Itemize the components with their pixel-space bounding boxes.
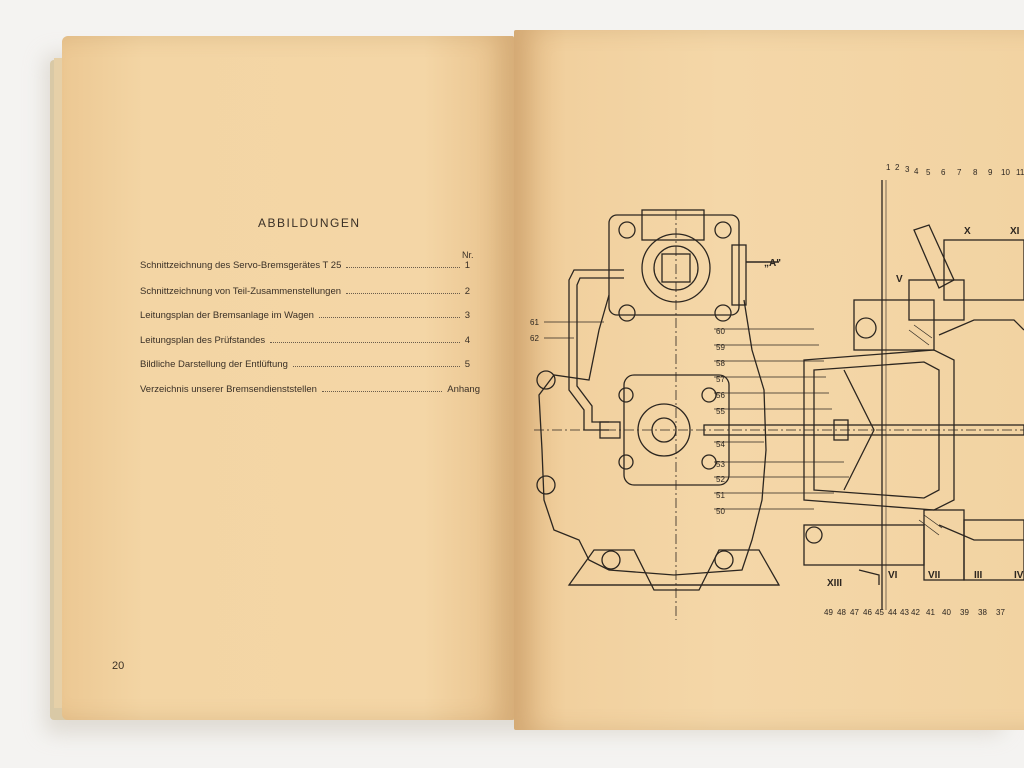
toc-entry-label: Schnittzeichnung von Teil-Zusammenstellu… [140, 286, 342, 297]
callout-56: 56 [716, 391, 725, 400]
toc-entry: Verzeichnis unserer Bremsendienststellen… [140, 384, 480, 395]
callout-57: 57 [716, 375, 725, 384]
roman-label-iii: III [974, 570, 983, 581]
toc-entry: Schnittzeichnung des Servo-Bremsgerätes … [140, 260, 470, 271]
callout-37: 37 [996, 608, 1005, 617]
callout-top-11: 11 [1016, 168, 1024, 177]
callout-top-7: 7 [957, 168, 962, 177]
callout-45: 45 [875, 608, 884, 617]
callout-top-5: 5 [926, 168, 931, 177]
toc-leader-dots [270, 342, 460, 343]
toc-leader-dots [292, 366, 460, 367]
roman-label-xi: XI [1010, 226, 1020, 237]
toc-entry-number: 3 [464, 310, 470, 321]
callout-40: 40 [942, 608, 951, 617]
drawing-linework [534, 180, 1024, 620]
toc-leader-dots [346, 267, 460, 268]
roman-label-vi: VI [888, 570, 898, 581]
callout-top-9: 9 [988, 168, 993, 177]
toc-entry-label: Schnittzeichnung des Servo-Bremsgerätes … [140, 260, 342, 271]
toc-entry-number: 5 [464, 359, 470, 370]
view-a-label: „A" [764, 258, 781, 269]
toc-entry: Bildliche Darstellung der Entlüftung 5 [140, 359, 470, 370]
roman-label-iv: IV [1014, 570, 1024, 581]
callout-top-10: 10 [1001, 168, 1010, 177]
callout-50: 50 [716, 507, 725, 516]
callout-54: 54 [716, 440, 725, 449]
callout-top-4: 4 [914, 167, 919, 176]
callout-39: 39 [960, 608, 969, 617]
callout-47: 47 [850, 608, 859, 617]
toc-leader-dots [318, 317, 460, 318]
callout-top-2: 2 [895, 163, 900, 172]
toc-title: ABBILDUNGEN [258, 216, 361, 230]
callout-60: 60 [716, 327, 725, 336]
callout-58: 58 [716, 359, 725, 368]
toc-entry: Leitungsplan der Bremsanlage im Wagen 3 [140, 310, 470, 321]
roman-label-v: V [896, 274, 903, 285]
left-page [62, 36, 514, 720]
callout-52: 52 [716, 475, 725, 484]
toc-entry-label: Leitungsplan des Prüfstandes [140, 335, 266, 346]
toc-entry-number: Anhang [447, 384, 480, 395]
toc-leader-dots [346, 293, 460, 294]
callout-53: 53 [716, 460, 725, 469]
toc-entry-number: 1 [464, 260, 470, 271]
top-callouts: 1 2 3 4 5 6 7 8 9 10 11 [886, 163, 1024, 177]
callout-46: 46 [863, 608, 872, 617]
cross-section-drawing: „A" 61 62 60 59 58 57 56 55 54 53 52 51 … [530, 163, 1024, 620]
toc-entry: Schnittzeichnung von Teil-Zusammenstellu… [140, 286, 470, 297]
callout-51: 51 [716, 491, 725, 500]
toc-leader-dots [321, 391, 443, 392]
callout-43: 43 [900, 608, 909, 617]
toc-nr-header: Nr. [462, 250, 474, 260]
callout-top-1: 1 [886, 163, 891, 172]
callout-38: 38 [978, 608, 987, 617]
leader-lines [544, 321, 849, 510]
callout-55: 55 [716, 407, 725, 416]
callout-44: 44 [888, 608, 897, 617]
toc-entry-label: Leitungsplan der Bremsanlage im Wagen [140, 310, 314, 321]
callout-top-8: 8 [973, 168, 978, 177]
callout-top-3: 3 [905, 165, 910, 174]
callout-59: 59 [716, 343, 725, 352]
callout-61: 61 [530, 318, 539, 327]
callout-62: 62 [530, 334, 539, 343]
callout-48: 48 [837, 608, 846, 617]
roman-label-x: X [964, 226, 971, 237]
roman-label-vii: VII [928, 570, 940, 581]
callout-41: 41 [926, 608, 935, 617]
roman-label-xiii: XIII [827, 578, 842, 589]
callout-49: 49 [824, 608, 833, 617]
toc-entry: Leitungsplan des Prüfstandes 4 [140, 335, 470, 346]
toc-entry-number: 4 [464, 335, 470, 346]
toc-entry-label: Verzeichnis unserer Bremsendienststellen [140, 384, 317, 395]
callout-42: 42 [911, 608, 920, 617]
callout-top-6: 6 [941, 168, 946, 177]
page-number: 20 [112, 660, 125, 672]
toc-entry-label: Bildliche Darstellung der Entlüftung [140, 359, 288, 370]
toc-entry-number: 2 [464, 286, 470, 297]
